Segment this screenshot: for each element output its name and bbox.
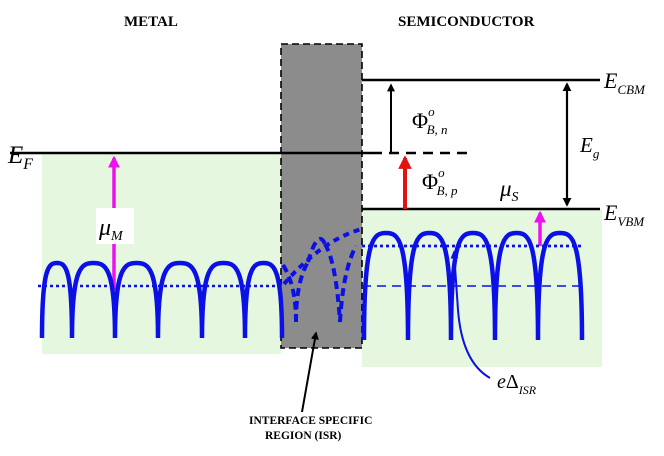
semiconductor-potential-wells (361, 230, 585, 341)
metal-label-backdrop (96, 208, 134, 244)
isr-caption-line1: INTERFACE SPECIFIC (249, 415, 372, 427)
metal-header: METAL (124, 14, 178, 30)
metal-crystal-potential (39, 260, 285, 339)
isr-average-potential-transition (282, 227, 363, 286)
semiconductor-header: SEMICONDUCTOR (398, 14, 535, 30)
isr-dipole-arrow (450, 250, 491, 379)
metal-filled-band (42, 153, 281, 354)
isr-dipole-label: eΔISR (497, 371, 537, 397)
fermi-level-label: EF (7, 142, 33, 173)
cbm-label: ECBM (603, 68, 646, 97)
isr-caption-line2: REGION (ISR) (265, 430, 342, 442)
semiconductor-crystal-potential (361, 230, 585, 341)
interface-specific-region (280, 43, 363, 349)
semiconductor-chem-potential-label: μS (499, 176, 519, 205)
metal-chem-potential-label: μM (98, 215, 124, 244)
isr-potential-right-rise (338, 245, 358, 323)
metal-potential-wells (39, 260, 285, 339)
band-gap-label: Eg (579, 133, 600, 161)
vbm-label: EVBM (603, 200, 645, 229)
isr-caption-arrow (301, 331, 319, 413)
isr-potential-well (323, 242, 342, 323)
isr-potential-inner-rise (294, 260, 310, 323)
